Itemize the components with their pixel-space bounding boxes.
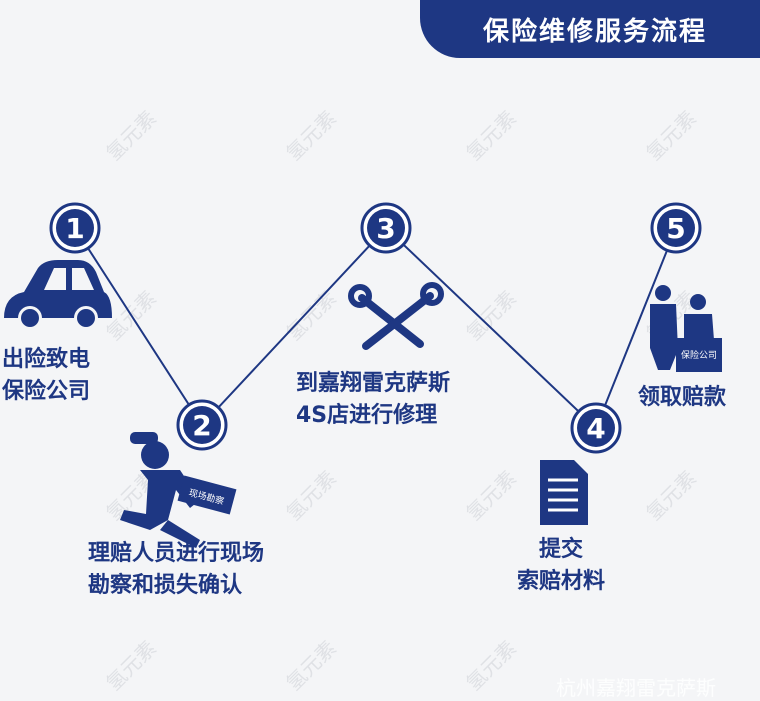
page-title: 保险维修服务流程 — [420, 0, 760, 58]
step-node-1: 1 — [49, 202, 101, 254]
badge-text: 保险公司 — [681, 349, 717, 361]
step-2-label: 理赔人员进行现场勘察和损失确认 — [88, 541, 265, 598]
step-number: 5 — [666, 212, 685, 245]
running-inspector-icon: 现场勘察 — [120, 432, 237, 548]
wrench-icon — [348, 282, 444, 350]
document-icon — [540, 460, 588, 525]
step-number: 2 — [192, 409, 211, 442]
step-5-label: 领取赔款 — [638, 385, 727, 410]
step-number: 3 — [376, 212, 395, 245]
step-4-label: 提交索赔材料 — [516, 537, 605, 594]
step-number: 1 — [65, 212, 84, 245]
step-number: 4 — [586, 412, 605, 445]
step-1-label: 出险致电保险公司 — [2, 347, 91, 404]
step-node-3: 3 — [360, 202, 412, 254]
business-people-icon: 保险公司 — [650, 285, 722, 372]
car-icon — [4, 260, 112, 330]
step-node-2: 2 — [176, 399, 228, 451]
step-node-5: 5 — [650, 202, 702, 254]
step-node-4: 4 — [570, 402, 622, 454]
footer-watermark: 杭州嘉翔雷克萨斯 — [556, 676, 716, 700]
